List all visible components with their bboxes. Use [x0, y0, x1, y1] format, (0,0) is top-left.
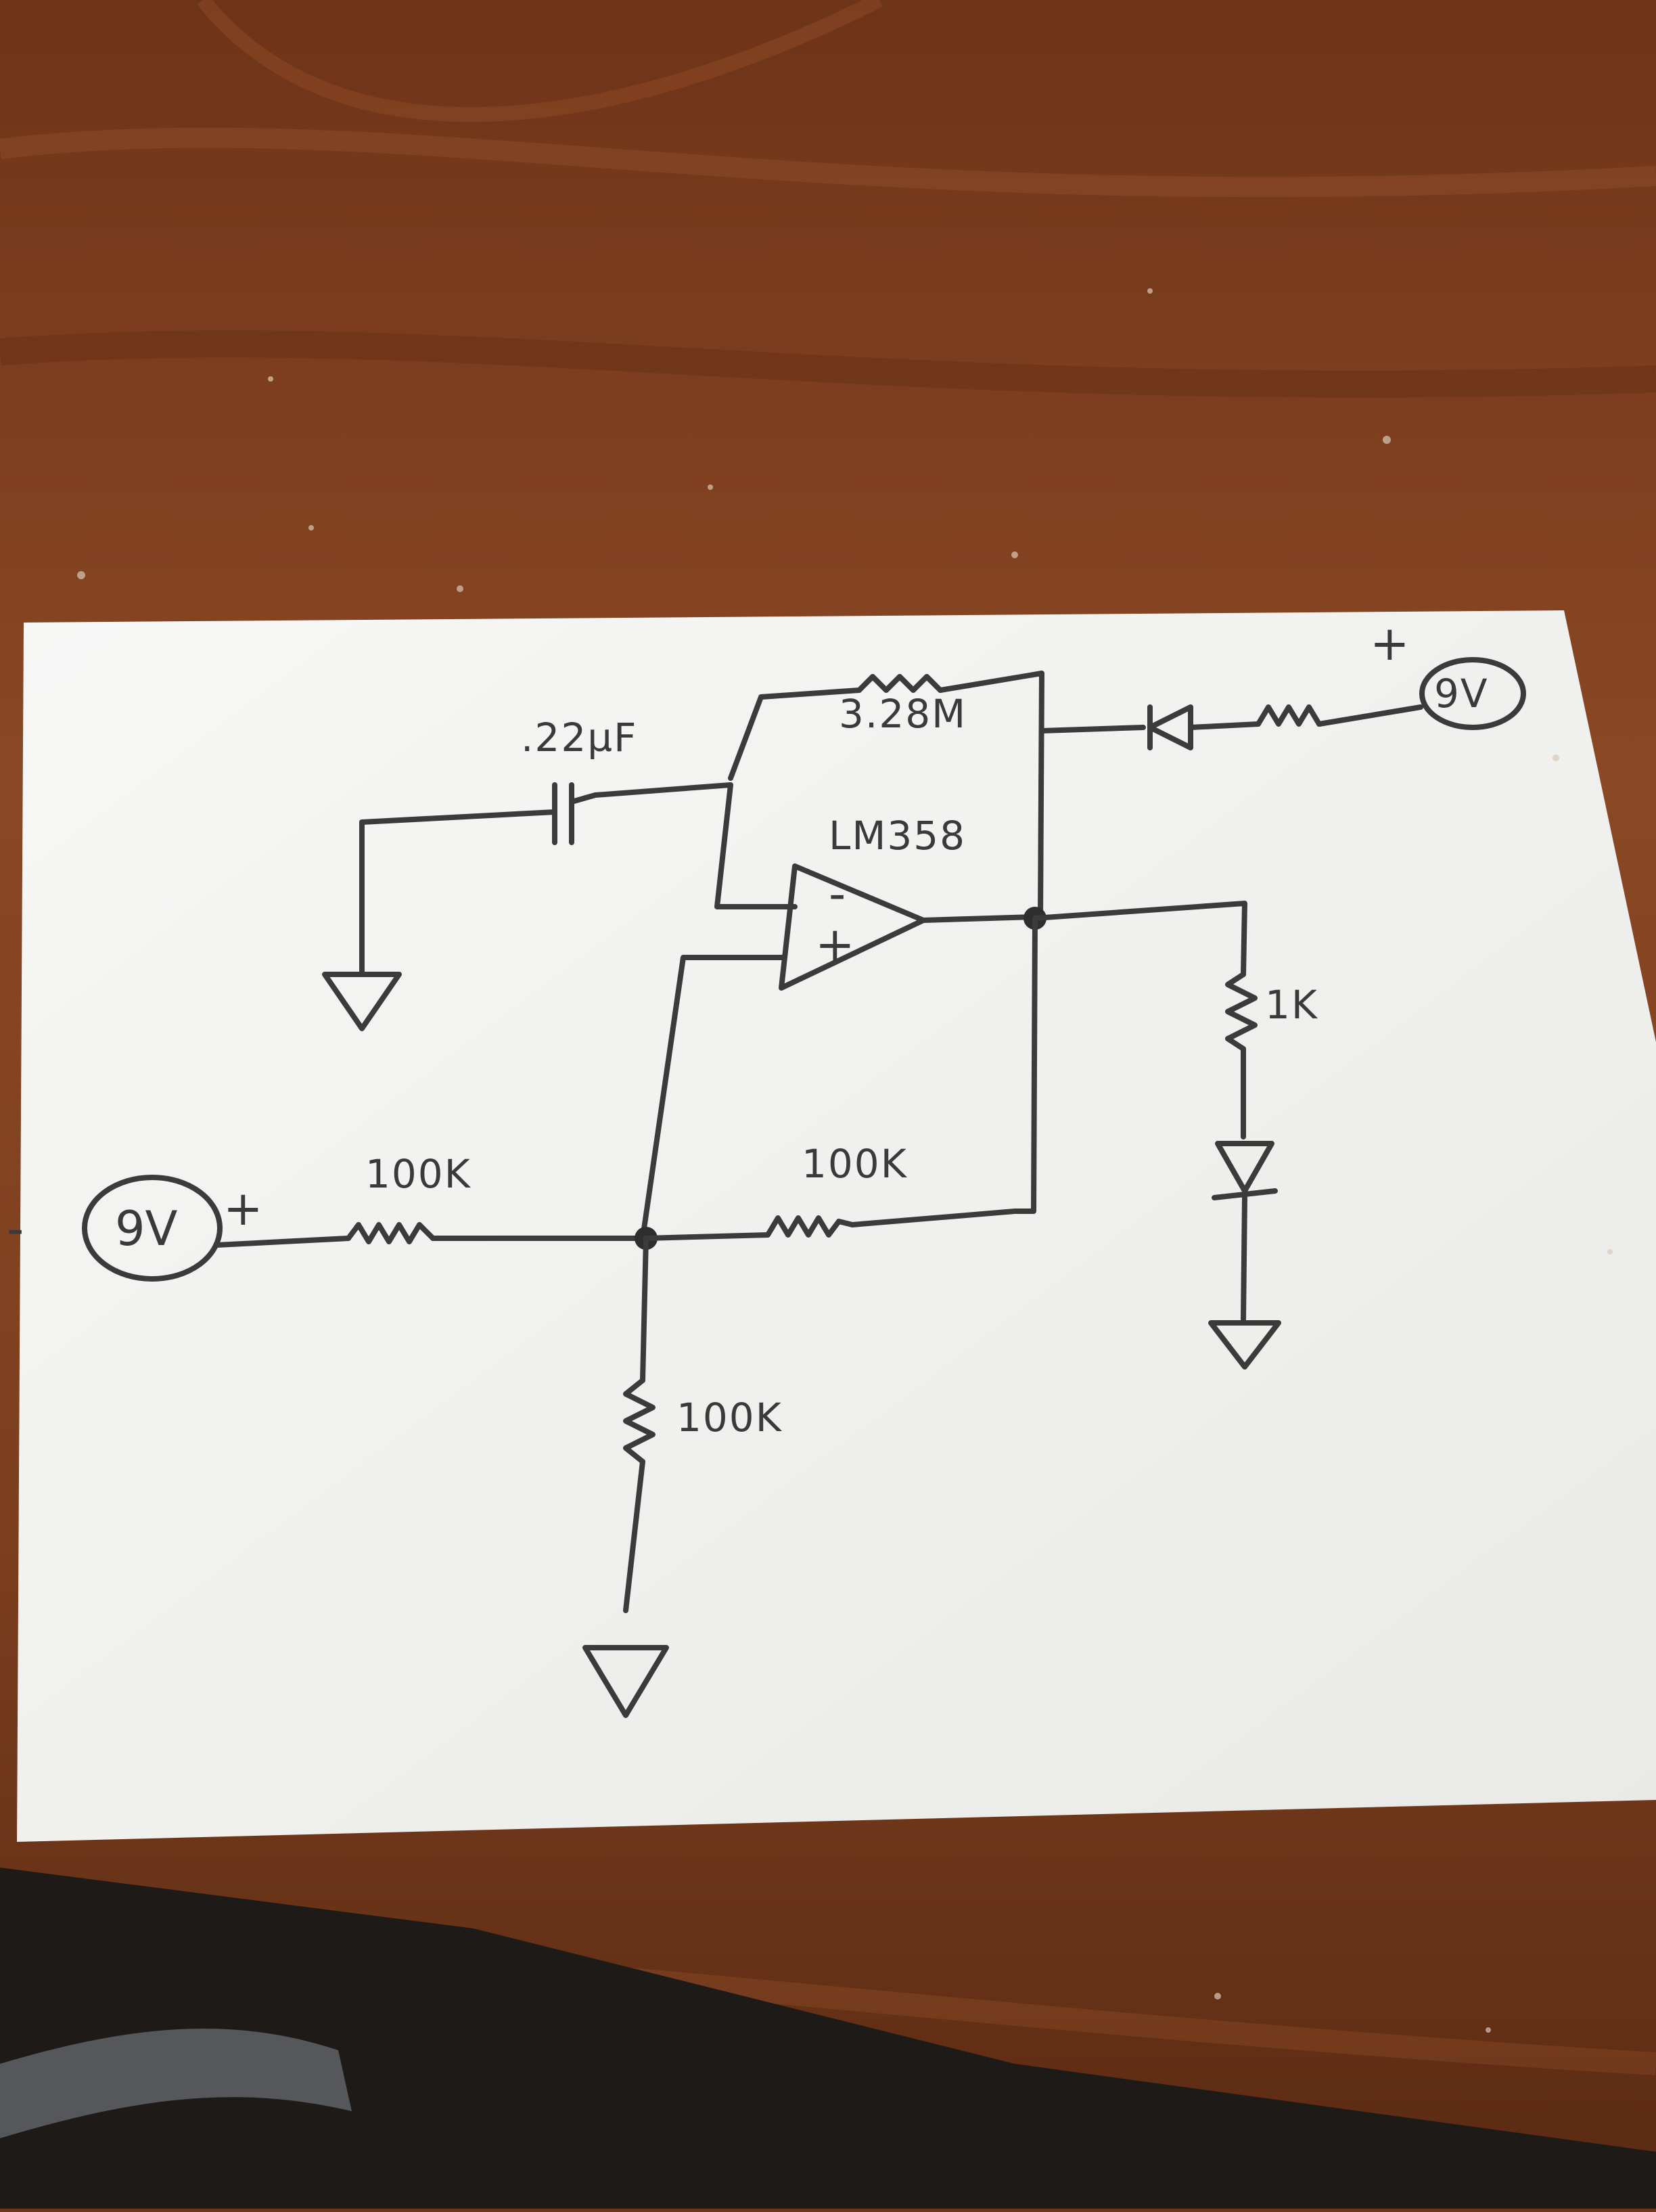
- node-to-feedback-wire: [643, 1232, 770, 1241]
- input-resistor: [346, 1222, 436, 1244]
- led-resistor: [1225, 972, 1258, 1139]
- output-feedback-resistor-label: 100K: [802, 1141, 908, 1187]
- feedback-resistor: [856, 674, 943, 693]
- output-feedback-resistor: [765, 1215, 855, 1238]
- capacitor: [552, 782, 574, 845]
- capacitor-label: .22µF: [521, 715, 638, 761]
- capacitor-wire: [359, 809, 557, 825]
- led-ground-wire: [1241, 1195, 1247, 1322]
- capacitor-wire: [569, 782, 733, 805]
- feedback-wire: [728, 687, 862, 781]
- opamp-triangle: [779, 863, 926, 991]
- fabric-strap: [0, 2028, 352, 2138]
- led-symbol: [1212, 1141, 1278, 1200]
- output-to-led-wire: [1032, 901, 1247, 977]
- ground-resistor-wire: [640, 1236, 649, 1383]
- top-right-wire: [1188, 721, 1261, 730]
- resistor-top-right: [1256, 704, 1322, 727]
- ground-resistor-wire: [623, 1459, 645, 1613]
- battery-left-circle: [82, 1175, 223, 1282]
- dark-fabric: [0, 1868, 1656, 2209]
- battery-right-circle: [1419, 657, 1526, 730]
- feedback-wire: [938, 671, 1044, 920]
- noninverting-input-wire: [640, 955, 787, 1241]
- ground-resistor: [623, 1378, 656, 1464]
- wood-grain: [0, 330, 1656, 398]
- top-right-wire: [1039, 725, 1146, 733]
- battery-left-label: 9V: [115, 1201, 178, 1257]
- output-wire: [921, 914, 1038, 923]
- led-resistor-label: 1K: [1265, 982, 1318, 1028]
- ground-symbol-capacitor: [322, 972, 402, 1031]
- inverting-input-wire: [714, 782, 798, 909]
- battery-right-label: 9V: [1434, 671, 1489, 717]
- battery-right-plus: +: [1370, 616, 1410, 671]
- wood-grain: [0, 127, 1656, 198]
- output-to-feedback-wire: [1012, 916, 1038, 1214]
- input-resistor-label: 100K: [365, 1151, 472, 1197]
- table-specks: [77, 288, 1613, 2033]
- opamp-minus-sign: -: [829, 866, 846, 922]
- ground-symbol-bottom: [582, 1645, 669, 1718]
- opamp-plus-sign: +: [815, 917, 855, 972]
- feedback-resistor-label: 3.28M: [839, 691, 967, 737]
- battery-left-plus: +: [223, 1181, 263, 1236]
- battery-left-minus: -: [7, 1201, 24, 1257]
- circuit-diagram: 3.28M .22µF LM358 - + 9V + 1K: [7, 616, 1526, 1718]
- top-right-wire: [1316, 704, 1423, 727]
- opamp-label: LM358: [829, 813, 966, 859]
- node-to-feedback-wire: [850, 1209, 1017, 1227]
- wood-grain: [197, 0, 883, 122]
- ground-resistor-label: 100K: [676, 1395, 783, 1441]
- input-wire: [214, 1236, 351, 1248]
- ground-symbol-led: [1208, 1320, 1281, 1370]
